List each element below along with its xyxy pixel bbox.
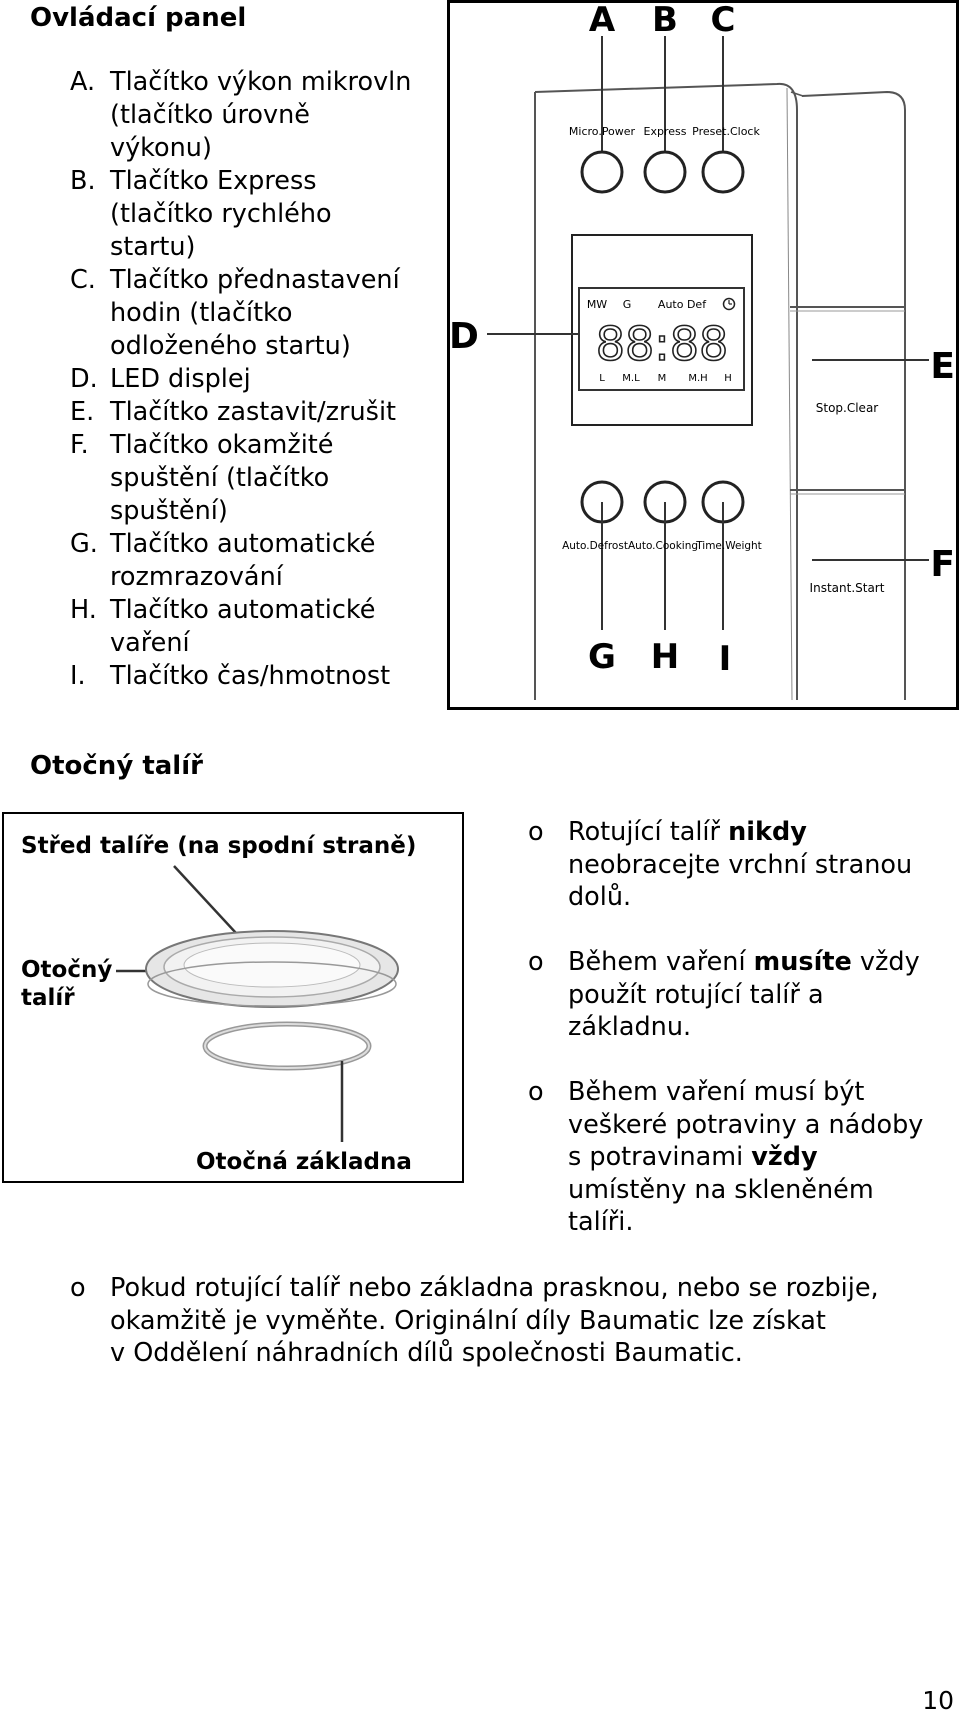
callout-g: G — [588, 637, 616, 677]
list-item-text: Tlačítko výkon mikrovln — [110, 67, 412, 97]
list-item-text: hodin (tlačítko — [110, 298, 293, 328]
list-item-text: výkonu) — [110, 133, 212, 163]
right-panel-outline — [801, 90, 906, 700]
panel-edge — [786, 87, 793, 701]
callout-c: C — [711, 0, 736, 40]
turntable-heading: Otočný talíř — [30, 751, 203, 781]
control-panel-heading: Ovládací panel — [30, 3, 247, 33]
bullet-marker: o — [528, 1077, 544, 1107]
plate-center-label: Střed talíře (na spodní straně) — [21, 833, 417, 859]
page-number: 10 — [922, 1686, 954, 1715]
display-level-l: L — [599, 373, 605, 384]
auto-defrost-label: Auto.Defrost — [562, 540, 628, 552]
micro-power-button — [580, 150, 624, 194]
express-label: Express — [644, 125, 687, 138]
bullet-line: Pokud rotující talíř nebo základna prask… — [110, 1273, 879, 1303]
list-item-text: Tlačítko zastavit/zrušit — [110, 397, 397, 427]
display-indicator-auto-def: Auto Def — [658, 298, 707, 311]
led-display — [578, 287, 745, 391]
display-level-m: M — [658, 373, 667, 384]
bullet-line: talíři. — [568, 1207, 634, 1237]
display-indicator-mw: MW — [587, 298, 607, 311]
list-item-text: Tlačítko Express — [110, 166, 317, 196]
list-item-text: LED displej — [110, 364, 251, 394]
bullet-marker: o — [528, 817, 544, 847]
auto-cooking-label: Auto.Cooking — [628, 540, 698, 552]
stop-clear-label: Stop.Clear — [816, 401, 879, 415]
micro-power-label: Micro.Power — [569, 125, 636, 138]
display-level-ml: M.L — [622, 373, 640, 384]
plate-label: Otočný talíř — [21, 956, 112, 1012]
callout-d: D — [449, 316, 479, 357]
plate-label-line: talíř — [21, 985, 75, 1011]
callout-b: B — [652, 0, 678, 40]
bullet-line: použít rotující talíř a — [568, 979, 824, 1010]
list-item-text: vaření — [110, 628, 190, 658]
bullet-line: Rotující talíř nikdy — [568, 817, 807, 847]
display-level-mh: M.H — [688, 373, 707, 384]
display-digits: 88:88 — [596, 317, 729, 371]
base-label: Otočná základna — [196, 1149, 412, 1175]
panel-outline — [534, 82, 798, 700]
glass-plate-center — [183, 942, 361, 988]
list-item-text: Tlačítko čas/hmotnost — [110, 661, 391, 691]
bullet-1: o Rotující talíř nikdy neobracejte vrchn… — [528, 816, 958, 916]
bullet-line: dolů. — [568, 882, 632, 912]
list-item-text: (tlačítko rychlého — [110, 199, 332, 229]
list-item-text: Tlačítko přednastavení — [110, 265, 400, 295]
roller-ring-highlight — [204, 1023, 370, 1069]
bullet-line: Během vaření musí být — [568, 1077, 865, 1107]
list-item-text: odloženého startu) — [110, 331, 351, 361]
bullet-line: umístěny na skleněném — [568, 1174, 874, 1205]
display-level-h: H — [724, 373, 732, 384]
time-weight-label: Time.Weight — [695, 540, 762, 552]
bullet-line: okamžitě je vyměňte. Originální díly Bau… — [110, 1305, 826, 1336]
bullet-line: Během vaření musíte vždy — [568, 947, 920, 977]
callout-a: A — [589, 0, 616, 40]
callout-e: E — [930, 346, 955, 387]
control-panel-diagram: A B C Micro.Power Express Preset.Clock M… — [447, 0, 959, 710]
list-item-text: spuštění (tlačítko — [110, 463, 330, 493]
callout-h: H — [651, 637, 679, 677]
express-button — [643, 150, 687, 194]
list-item-text: (tlačítko úrovně — [110, 100, 310, 130]
bullet-marker: o — [528, 947, 544, 977]
bullet-line: v Oddělení náhradních dílů společnosti B… — [110, 1338, 743, 1368]
turntable-illustration — [116, 865, 399, 1142]
clock-icon — [722, 297, 736, 311]
list-item-text: rozmrazování — [110, 562, 283, 592]
bullet-line: neobracejte vrchní stranou — [568, 849, 913, 880]
control-panel-list: A. Tlačítko výkon mikrovln (tlačítko úro… — [70, 66, 450, 691]
list-item-text: startu) — [110, 232, 196, 262]
bullet-2: o Během vaření musíte vždy použít rotují… — [528, 946, 958, 1046]
list-item-text: Tlačítko automatické — [110, 529, 376, 559]
preset-clock-label: Preset.Clock — [692, 125, 760, 138]
display-indicator-g: G — [623, 298, 632, 311]
bullet-line: s potravinami vždy — [568, 1142, 818, 1172]
preset-clock-button — [701, 150, 745, 194]
plate-label-line: Otočný — [21, 957, 113, 983]
list-item-text: Tlačítko okamžité — [110, 430, 334, 460]
callout-i: I — [719, 639, 732, 679]
bullet-3: o Během vaření musí být veškeré potravin… — [528, 1076, 958, 1246]
list-item-text: spuštění) — [110, 496, 228, 526]
bullet-line: veškeré potraviny a nádoby — [568, 1109, 924, 1140]
callout-f: F — [930, 544, 955, 585]
bullet-line: základnu. — [568, 1012, 692, 1042]
instant-start-label: Instant.Start — [810, 581, 885, 595]
turntable-figure: Střed talíře (na spodní straně) Otočný t… — [2, 812, 464, 1183]
bullet-4: o Pokud rotující talíř nebo základna pra… — [70, 1272, 955, 1372]
list-item-text: Tlačítko automatické — [110, 595, 376, 625]
panel-joint — [790, 91, 804, 97]
bullet-marker: o — [70, 1273, 86, 1303]
glass-plate-rim — [147, 961, 397, 1007]
